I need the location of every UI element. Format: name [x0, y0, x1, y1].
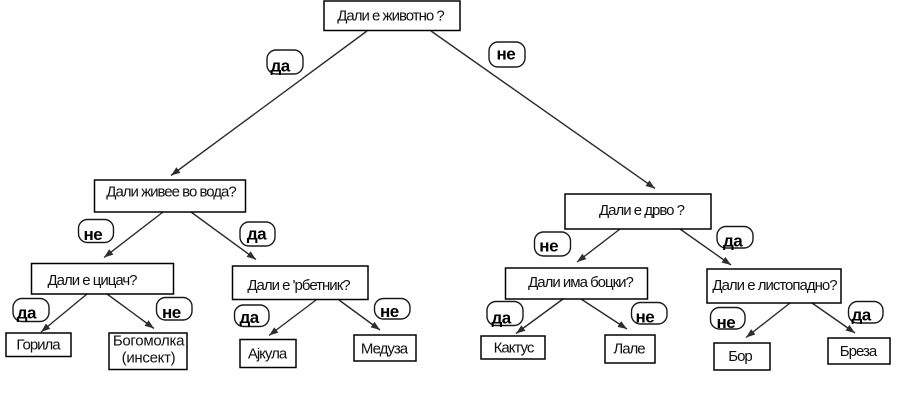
svg-text:Горила: Горила: [16, 337, 61, 354]
svg-text:да: да: [492, 309, 512, 328]
svg-text:Лале: Лале: [613, 341, 645, 358]
svg-text:Дали е 'рбетник?: Дали е 'рбетник?: [247, 277, 350, 294]
svg-text:Дали е цицач?: Дали е цицач?: [47, 272, 137, 289]
svg-text:да: да: [852, 305, 872, 324]
svg-text:Ајкула: Ајкула: [248, 346, 288, 363]
svg-text:да: да: [271, 56, 291, 75]
svg-text:Дали има боцки?: Дали има боцки?: [528, 274, 633, 291]
svg-text:Кактус: Кактус: [494, 340, 535, 357]
svg-text:не: не: [636, 308, 655, 327]
svg-text:не: не: [539, 236, 558, 255]
svg-text:Дали е животно ?: Дали е животно ?: [337, 8, 444, 25]
svg-text:не: не: [717, 313, 736, 332]
svg-text:Дали е дрво ?: Дали е дрво ?: [599, 202, 685, 219]
svg-text:да: да: [240, 308, 260, 327]
svg-text:(инсект): (инсект): [122, 350, 176, 367]
svg-text:не: не: [380, 302, 399, 321]
svg-text:Бор: Бор: [728, 348, 752, 365]
svg-text:да: да: [17, 303, 37, 322]
svg-text:да: да: [247, 225, 267, 244]
svg-text:да: да: [723, 231, 743, 250]
svg-text:Бреза: Бреза: [840, 343, 878, 360]
svg-text:не: не: [162, 303, 181, 322]
svg-text:Дали е листопадно?: Дали е листопадно?: [712, 277, 837, 294]
svg-text:не: не: [84, 225, 103, 244]
svg-text:Богомолка: Богомолка: [113, 333, 185, 350]
svg-text:Дали живее во вода?: Дали живее во вода?: [106, 184, 236, 201]
svg-text:Медуза: Медуза: [361, 341, 409, 358]
svg-text:не: не: [497, 44, 516, 63]
